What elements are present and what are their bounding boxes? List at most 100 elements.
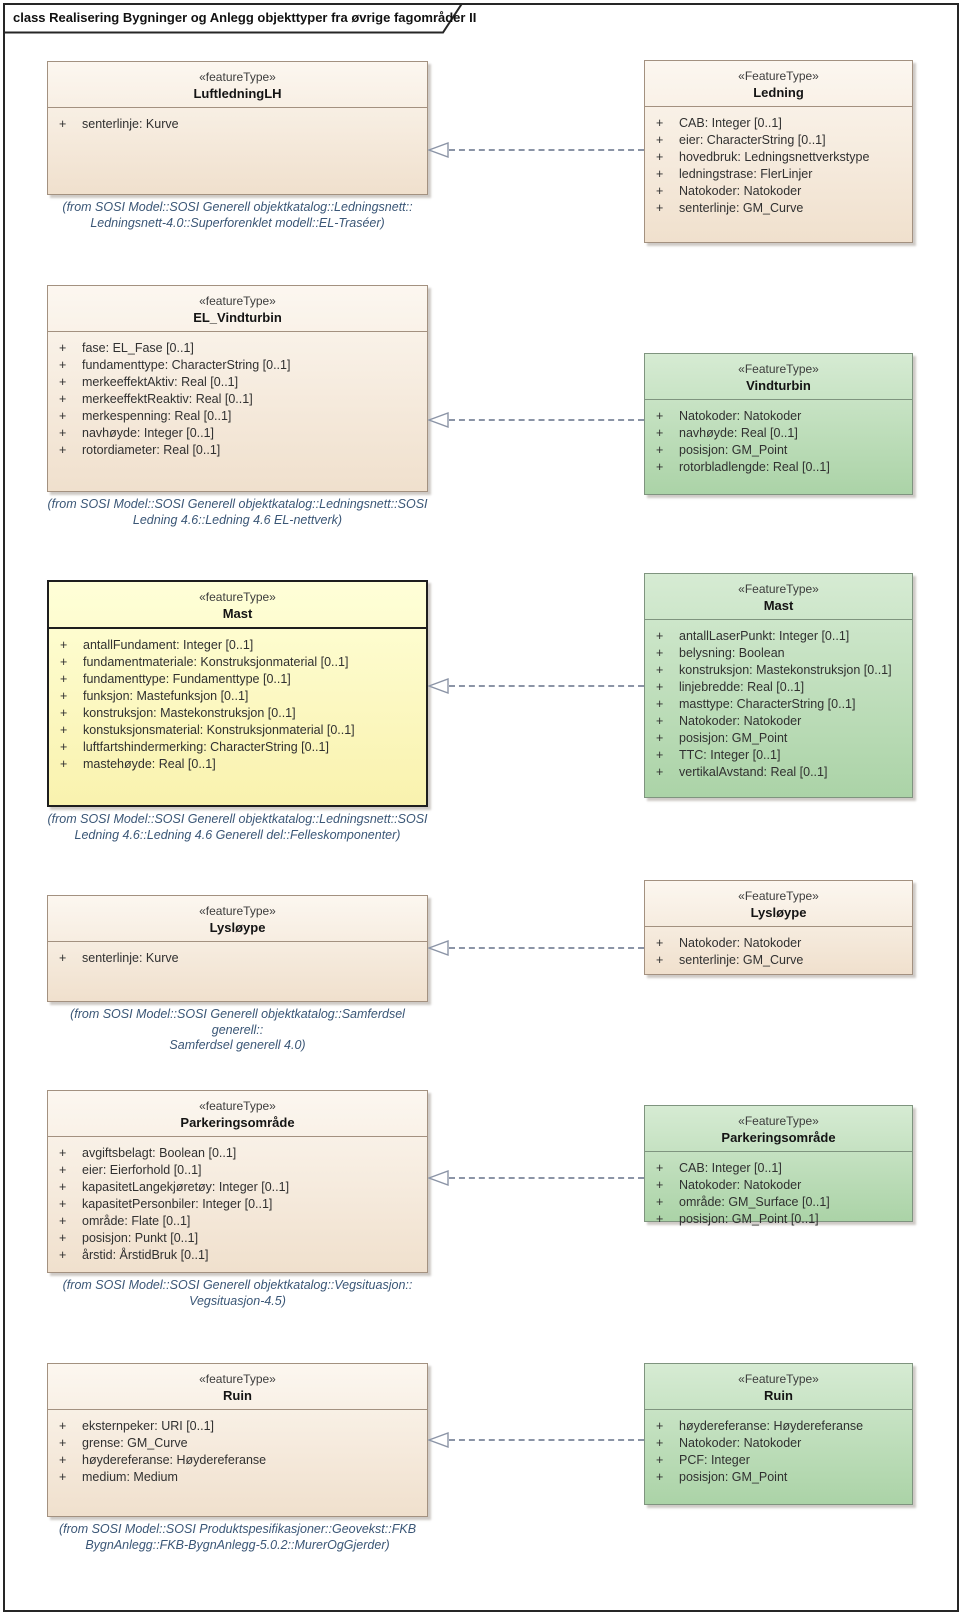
from-note-mast: (from SOSI Model::SOSI Generell objektka… xyxy=(47,812,428,842)
class-header: «FeatureType» Ledning xyxy=(645,61,912,107)
class-name: Ruin xyxy=(223,1388,252,1403)
attribute-row: + konstruksjon: Mastekonstruksjon [0..1] xyxy=(49,705,426,722)
class-box-ledning[interactable]: «FeatureType» Ledning +CAB: Integer [0..… xyxy=(644,60,913,243)
attribute-text: rotordiameter: Real [0..1] xyxy=(82,443,221,457)
class-box-mast-right[interactable]: «FeatureType» Mast +antallLaserPunkt: In… xyxy=(644,573,913,798)
attributes-compartment: +Natokoder: Natokoder+navhøyde: Real [0.… xyxy=(645,400,912,476)
attribute-row: + Natokoder: Natokoder xyxy=(645,408,912,425)
attribute-row: +avgiftsbelagt: Boolean [0..1] xyxy=(48,1145,427,1162)
attribute-row: +masttype: CharacterString [0..1] xyxy=(645,696,912,713)
attribute-row: + senterlinje: Kurve xyxy=(48,950,427,967)
from-note-lysloype: (from SOSI Model::SOSI Generell objektka… xyxy=(70,1007,405,1052)
class-box-vindturbin[interactable]: «FeatureType» Vindturbin +Natokoder: Nat… xyxy=(644,353,913,495)
realization-connector xyxy=(428,142,644,158)
attributes-compartment: + høydereferanse: Høydereferanse + Natokode… xyxy=(645,1410,912,1486)
attribute-row: +høydereferanse: Høydereferanse xyxy=(48,1452,427,1469)
visibility-plus: + xyxy=(656,1178,664,1192)
visibility-plus: + xyxy=(59,951,67,965)
attribute-text: senterlinje: GM_Curve xyxy=(679,953,804,967)
attributes-compartment: +antallFundament: Integer [0..1]+fundame… xyxy=(49,629,426,773)
dashed-line xyxy=(449,1176,644,1179)
attribute-row: + Natokoder: Natokoder xyxy=(645,1435,912,1452)
visibility-plus: + xyxy=(656,748,664,762)
class-box-parkeringsomrade-left[interactable]: «featureType» Parkeringsområde +avgiftsb… xyxy=(47,1090,428,1273)
visibility-plus: + xyxy=(59,358,67,372)
visibility-plus: + xyxy=(59,1231,67,1245)
visibility-plus: + xyxy=(656,409,664,423)
attribute-row: +rotordiameter: Real [0..1] xyxy=(48,442,427,459)
class-box-parkeringsomrade-right[interactable]: «FeatureType» Parkeringsområde +CAB: Int… xyxy=(644,1105,913,1226)
class-box-el-vindturbin[interactable]: «featureType» EL_Vindturbin +fase: EL_Fa… xyxy=(47,285,428,492)
attribute-row: +CAB: Integer [0..1] xyxy=(645,115,912,132)
attribute-text: Natokoder: Natokoder xyxy=(679,184,802,198)
attribute-text: medium: Medium xyxy=(82,1470,178,1484)
attribute-row: +funksjon: Mastefunksjon [0..1] xyxy=(49,688,426,705)
visibility-plus: + xyxy=(59,1436,67,1450)
attribute-text: posisjon: Punkt [0..1] xyxy=(82,1231,199,1245)
attribute-text: kapasitetPersonbiler: Integer [0..1] xyxy=(82,1197,273,1211)
visibility-plus: + xyxy=(656,1195,664,1209)
attributes-compartment: + senterlinje: Kurve xyxy=(48,942,427,967)
attribute-row: +område: GM_Surface [0..1] xyxy=(645,1194,912,1211)
attribute-text: konstruksjon: Mastekonstruksjon [0..1] xyxy=(83,706,296,720)
attribute-text: kapasitetLangekjøretøy: Integer [0..1] xyxy=(82,1180,290,1194)
attribute-text: Natokoder: Natokoder xyxy=(679,409,802,423)
attribute-text: posisjon: GM_Point xyxy=(679,1470,788,1484)
visibility-plus: + xyxy=(656,680,664,694)
attribute-text: høydereferanse: Høydereferanse xyxy=(679,1419,864,1433)
visibility-plus: + xyxy=(59,375,67,389)
attribute-row: +Natokoder: Natokoder xyxy=(645,935,912,952)
visibility-plus: + xyxy=(656,663,664,677)
realization-arrowhead-icon xyxy=(428,940,449,956)
from-note-parkeringsomrade: (from SOSI Model::SOSI Generell objektka… xyxy=(62,1278,413,1308)
attribute-row: +senterlinje: Kurve xyxy=(48,116,427,133)
visibility-plus: + xyxy=(656,1419,664,1433)
attribute-row: +eier: Eierforhold [0..1] xyxy=(48,1162,427,1179)
attribute-text: fase: EL_Fase [0..1] xyxy=(82,341,194,355)
visibility-plus: + xyxy=(59,1470,67,1484)
visibility-plus: + xyxy=(656,629,664,643)
attribute-row: + medium: Medium xyxy=(48,1469,427,1486)
stereotype-label: «FeatureType» xyxy=(738,1372,819,1386)
visibility-plus: + xyxy=(656,1436,664,1450)
attribute-text: merkespenning: Real [0..1] xyxy=(82,409,232,423)
attributes-compartment: +avgiftsbelagt: Boolean [0..1]+eier: Eie… xyxy=(48,1137,427,1264)
attribute-text: Natokoder: Natokoder xyxy=(679,1436,802,1450)
visibility-plus: + xyxy=(656,936,664,950)
class-box-lysloype-right[interactable]: «FeatureType» Lysløype +Natokoder: Natok… xyxy=(644,880,913,975)
class-box-mast-left[interactable]: «featureType» Mast +antallFundament: Int… xyxy=(47,580,428,807)
attribute-row: +Natokoder: Natokoder xyxy=(645,1177,912,1194)
class-box-ruin-right[interactable]: «FeatureType» Ruin +høydereferanse: Høyd… xyxy=(644,1363,913,1505)
stereotype-label: «featureType» xyxy=(199,1099,276,1113)
realization-arrowhead-icon xyxy=(428,1170,449,1186)
visibility-plus: + xyxy=(60,689,68,703)
attribute-row: +antallLaserPunkt: Integer [0..1] xyxy=(645,628,912,645)
attributes-compartment: +fase: EL_Fase [0..1]+fundamenttype: Cha… xyxy=(48,332,427,459)
attribute-text: senterlinje: Kurve xyxy=(82,951,179,965)
visibility-plus: + xyxy=(656,133,664,147)
visibility-plus: + xyxy=(59,1419,67,1433)
class-box-luftledninglh[interactable]: «featureType» LuftledningLH +senterlinje… xyxy=(47,61,428,195)
attribute-row: +eksternpeker: URI [0..1] xyxy=(48,1418,427,1435)
visibility-plus: + xyxy=(656,1212,664,1226)
class-name: EL_Vindturbin xyxy=(193,310,282,325)
class-header: «featureType» Lysløype xyxy=(48,896,427,942)
attributes-compartment: +antallLaserPunkt: Integer [0..1]+belysn… xyxy=(645,620,912,781)
class-header: «featureType» Mast xyxy=(49,582,426,629)
class-box-ruin-left[interactable]: «featureType» Ruin +eksternpeker: URI [0… xyxy=(47,1363,428,1517)
visibility-plus: + xyxy=(59,1163,67,1177)
from-note-el-vindturbin: (from SOSI Model::SOSI Generell objektka… xyxy=(47,497,428,527)
attribute-row: +Natokoder: Natokoder xyxy=(645,713,912,730)
visibility-plus: + xyxy=(656,1470,664,1484)
class-header: «featureType» Ruin xyxy=(48,1364,427,1410)
visibility-plus: + xyxy=(60,706,68,720)
attribute-text: område: Flate [0..1] xyxy=(82,1214,191,1228)
visibility-plus: + xyxy=(656,731,664,745)
realization-arrowhead-icon xyxy=(428,678,449,694)
class-header: «FeatureType» Parkeringsområde xyxy=(645,1106,912,1152)
attribute-row: +posisjon: GM_Point xyxy=(645,442,912,459)
attribute-text: masttype: CharacterString [0..1] xyxy=(679,697,856,711)
attribute-row: +hovedbruk: Ledningsnettverkstype xyxy=(645,149,912,166)
dashed-line xyxy=(449,148,644,151)
class-box-lysloype-left[interactable]: «featureType» Lysløype + senterlinje: Kur… xyxy=(47,895,428,1002)
